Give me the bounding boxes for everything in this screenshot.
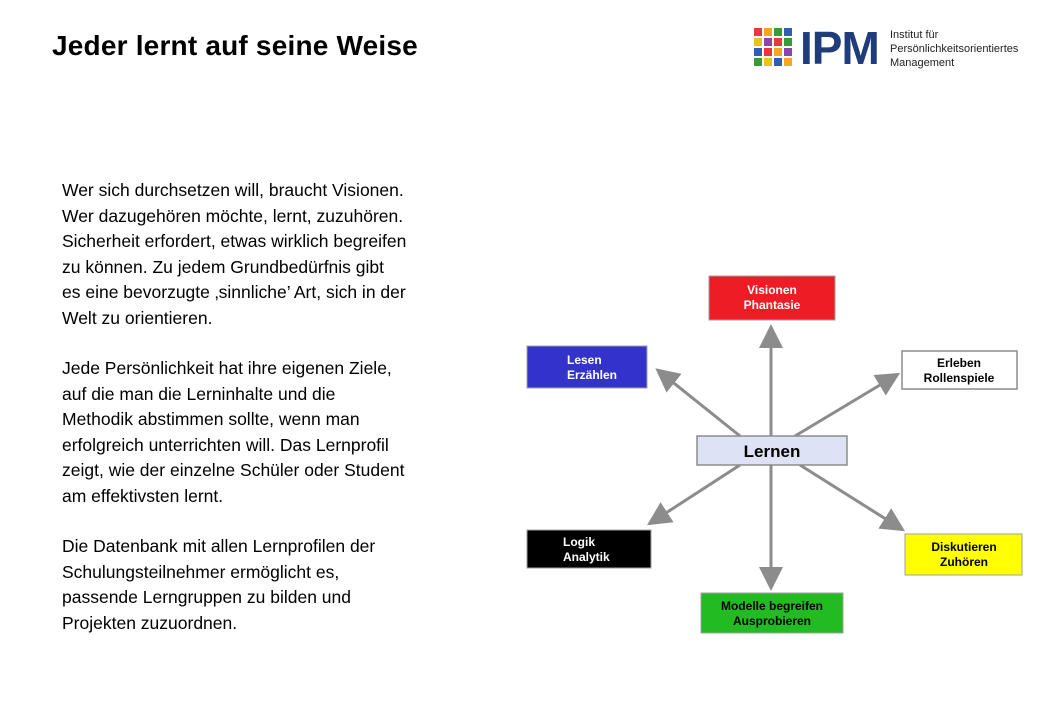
text-line: Schulungsteilnehmer ermöglicht es, xyxy=(62,561,340,582)
logo-text: IPM xyxy=(800,22,880,74)
logo-mosaic-square xyxy=(784,58,792,66)
node-visionen-line1: Visionen xyxy=(747,283,797,297)
paragraph-visions: Wer sich durchsetzen will, braucht Visio… xyxy=(62,178,492,331)
text-line: zeigt, wie der einzelne Schüler oder Stu… xyxy=(62,460,405,480)
text-line: auf die man die Lerninhalte und die xyxy=(62,383,336,404)
logo-mosaic-square xyxy=(754,38,762,46)
text-line: Die Datenbank mit allen Lernprofilen der xyxy=(62,536,376,556)
logo-mosaic-square xyxy=(754,48,762,56)
text-line: Sicherheit erfordert, etwas wirklich beg… xyxy=(62,231,407,251)
text-line: Methodik abstimmen sollte, wenn man xyxy=(62,409,360,429)
node-diskutieren-line1: Diskutieren xyxy=(931,540,996,554)
node-lernen-label: Lernen xyxy=(744,442,801,461)
text-line: am effektivsten lernt. xyxy=(62,485,224,506)
logo-mosaic-icon xyxy=(754,28,794,68)
node-logik-line2: Analytik xyxy=(563,550,610,564)
node-lesen-box xyxy=(526,345,648,389)
logo-mosaic-square xyxy=(754,28,762,36)
node-visionen: Visionen Phantasie xyxy=(708,275,836,321)
node-lesen: Lesen Erzählen xyxy=(526,345,648,389)
node-lernen: Lernen xyxy=(696,435,848,466)
node-logik: Logik Analytik xyxy=(526,529,652,569)
node-lesen-line1: Lesen xyxy=(567,353,602,367)
ipm-logo: IPM Institut für Persönlichkeitsorientie… xyxy=(754,22,1026,74)
arrows xyxy=(646,324,906,591)
arrow-diskutieren xyxy=(799,463,906,532)
logo-mosaic-square xyxy=(774,38,782,46)
text-line: Wer sich durchsetzen will, braucht Visio… xyxy=(62,180,404,200)
body-text: Wer sich durchsetzen will, braucht Visio… xyxy=(62,178,492,661)
text-line: erfolgreich unterrichten will. Das Lernp… xyxy=(62,434,389,455)
logo-mosaic-square xyxy=(764,38,772,46)
node-modelle-box xyxy=(700,592,844,634)
node-erleben-box xyxy=(901,350,1018,390)
node-visionen-box xyxy=(708,275,836,321)
arrow-lesen xyxy=(655,368,741,438)
text-line: Projekten zuzuordnen. xyxy=(62,612,238,633)
node-logik-line1: Logik xyxy=(563,535,595,549)
logo-mosaic-square xyxy=(764,58,772,66)
node-diskutieren: Diskutieren Zuhören xyxy=(904,533,1023,576)
logo-mosaic-square xyxy=(754,58,762,66)
text-line: Welt zu orientieren. xyxy=(62,307,213,328)
node-erleben: Erleben Rollenspiele xyxy=(901,350,1018,390)
logo-mosaic-square xyxy=(774,58,782,66)
slide-title: Jeder lernt auf seine Weise xyxy=(52,30,418,61)
node-diskutieren-box xyxy=(904,533,1023,576)
arrow-logik xyxy=(646,463,741,526)
logo-mosaic-square xyxy=(764,48,772,56)
logo-subtitle: Institut für Persönlichkeitsorientiertes… xyxy=(890,28,1026,70)
node-modelle-line1: Modelle begreifen xyxy=(721,599,823,613)
node-logik-box xyxy=(526,529,652,569)
paragraph-database: Die Datenbank mit allen Lernprofilen der… xyxy=(62,534,492,636)
text-line: Jede Persönlichkeit hat ihre eigenen Zie… xyxy=(62,358,392,378)
node-erleben-line2: Rollenspiele xyxy=(924,371,995,385)
text-line: Wer dazugehören möchte, lernt, zuzuhören… xyxy=(62,205,404,226)
node-lesen-line2: Erzählen xyxy=(567,368,617,382)
node-modelle: Modelle begreifen Ausprobieren xyxy=(700,592,844,634)
logo-subtitle-line: Institut für xyxy=(890,29,939,41)
logo-mosaic-square xyxy=(784,28,792,36)
node-diskutieren-line2: Zuhören xyxy=(940,555,988,569)
logo-subtitle-line: Management xyxy=(890,57,955,69)
paragraph-personality: Jede Persönlichkeit hat ihre eigenen Zie… xyxy=(62,356,492,509)
logo-mosaic-square xyxy=(774,48,782,56)
logo-mosaic-square xyxy=(774,28,782,36)
logo-mosaic-square xyxy=(784,48,792,56)
text-line: passende Lerngruppen zu bilden und xyxy=(62,587,351,607)
node-modelle-line2: Ausprobieren xyxy=(733,614,811,628)
arrow-erleben xyxy=(794,372,901,438)
logo-mosaic-square xyxy=(784,38,792,46)
logo-subtitle-line: Persönlichkeitsorientiertes xyxy=(890,43,1019,55)
logo-mosaic-square xyxy=(764,28,772,36)
text-line: zu können. Zu jedem Grundbedürfnis gibt xyxy=(62,256,384,277)
text-line: es eine bevorzugte ‚sinnliche’ Art, sich… xyxy=(62,282,406,302)
node-visionen-line2: Phantasie xyxy=(744,298,801,312)
node-lernen-box xyxy=(696,435,848,466)
node-erleben-line1: Erleben xyxy=(937,356,981,370)
